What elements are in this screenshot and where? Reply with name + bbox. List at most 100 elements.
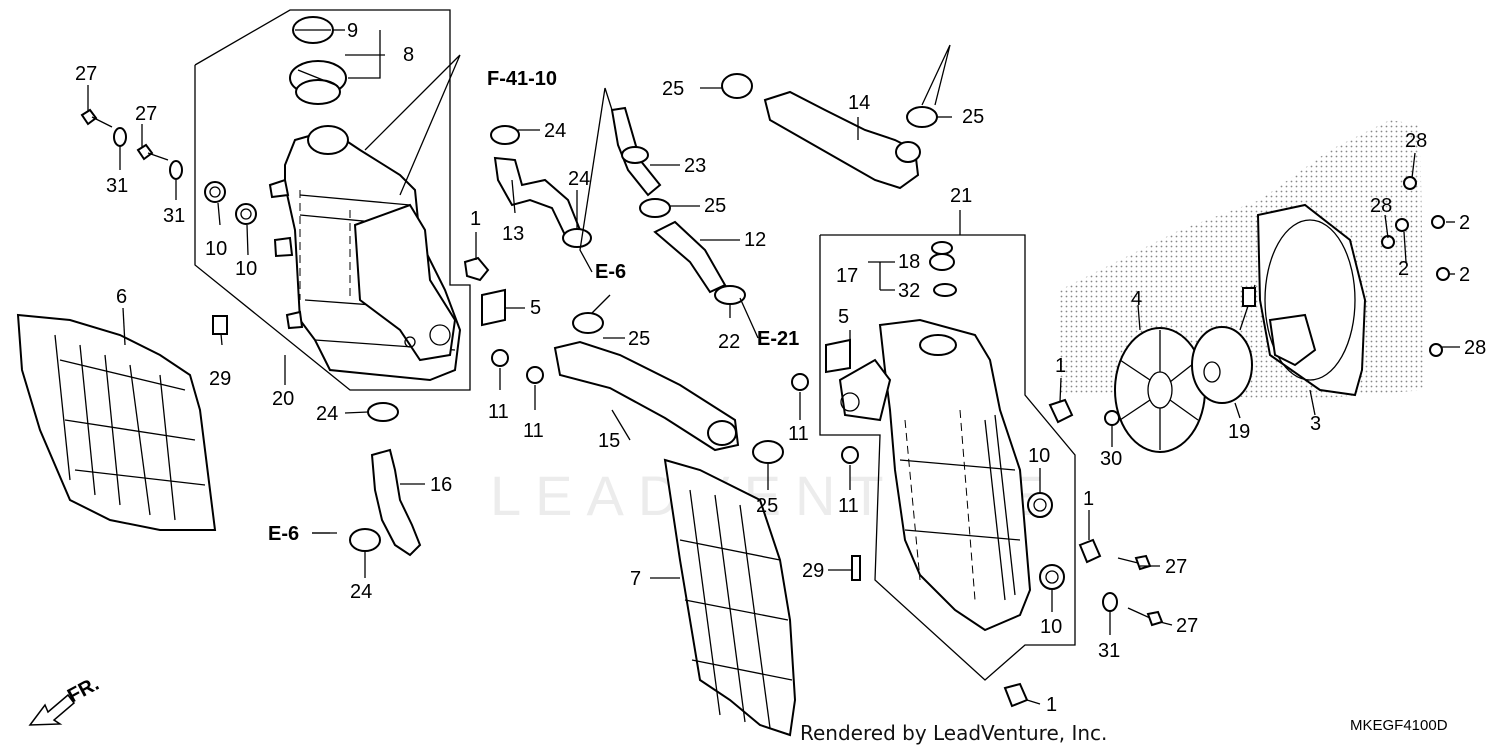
collar-11-a: [491, 349, 509, 367]
group-outline-right-radiator: [819, 234, 1076, 681]
callout-3: 3: [1310, 413, 1321, 435]
callout-31-right: 31: [1098, 640, 1120, 662]
callout-10-right-a: 10: [1028, 445, 1050, 467]
callout-11-c: 11: [788, 423, 809, 445]
reference-e-21: E-21: [757, 328, 799, 350]
front-direction-arrow: FR.: [28, 673, 103, 726]
grommet-right-2: [1039, 564, 1065, 590]
clip-right-3: [1003, 682, 1029, 708]
clamp-24-lower-top: [367, 402, 399, 422]
bolt-left-1: [80, 108, 113, 128]
callout-1-right-top: 1: [1055, 355, 1066, 377]
callout-1-right-mid: 1: [1083, 488, 1094, 510]
bolt-right-2: [1127, 607, 1164, 627]
hose-16: [370, 448, 422, 557]
callout-2-b: 2: [1398, 258, 1409, 280]
nut-30: [1104, 410, 1120, 426]
callout-24-mid: 24: [568, 168, 590, 190]
washer-left-1: [113, 127, 127, 147]
callout-11-a: 11: [488, 401, 509, 423]
callout-11-d: 11: [838, 495, 859, 517]
callout-25-hose14-right: 25: [962, 106, 984, 128]
callout-19: 19: [1228, 421, 1250, 443]
reference-e-6-upper: E-6: [595, 261, 626, 283]
callout-17: 17: [836, 265, 858, 287]
collar-11-c: [791, 373, 809, 391]
callout-29-right: 29: [802, 560, 824, 582]
cap-o-ring: [933, 283, 957, 297]
callout-27-right-a: 27: [1165, 556, 1187, 578]
fan-shroud: [1256, 203, 1367, 397]
collar-11-b: [526, 366, 544, 384]
left-radiator: [268, 125, 462, 382]
bolt-2-b: [1395, 218, 1409, 232]
clamp-24-mid: [562, 228, 592, 248]
lower-shroud: [663, 458, 797, 737]
callout-24-upper: 24: [544, 120, 566, 142]
callout-30: 30: [1100, 448, 1122, 470]
bolt-2-c: [1436, 267, 1450, 281]
callout-31-left-a: 31: [106, 175, 128, 197]
callout-13: 13: [502, 223, 524, 245]
collar-11-d: [841, 446, 859, 464]
hose-12: [653, 220, 727, 294]
callout-8: 8: [403, 44, 414, 66]
bolt-left-2: [136, 143, 169, 161]
callout-28-top: 28: [1405, 130, 1427, 152]
rubber-cushion-left: [481, 288, 506, 327]
clamp-25-hose14-left: [721, 73, 753, 99]
reference-e-6-lower: E-6: [268, 523, 299, 545]
clamp-22: [714, 285, 746, 305]
washer-right: [1102, 592, 1118, 612]
callout-14: 14: [848, 92, 870, 114]
callout-32: 32: [898, 280, 920, 302]
callout-5-left: 5: [530, 297, 541, 319]
callout-27-left-mid: 27: [135, 103, 157, 125]
fan-motor: [1191, 284, 1256, 404]
callout-28-bottom: 28: [1464, 337, 1486, 359]
callout-27-left-top: 27: [75, 63, 97, 85]
callout-10-right-b: 10: [1040, 616, 1062, 638]
diagram-code: MKEGF4100D: [1350, 717, 1448, 734]
leader-lines: [87, 29, 1460, 705]
callout-1-right-bottom: 1: [1046, 694, 1057, 716]
reference-f-41-10: F-41-10: [487, 68, 557, 90]
hose-15: [553, 340, 740, 452]
callout-31-left-b: 31: [163, 205, 185, 227]
right-radiator: [838, 318, 1032, 632]
clip-left: [463, 256, 490, 282]
clip-right-1: [1048, 398, 1074, 424]
clamp-24-upper: [490, 125, 520, 145]
bolt-28-bottom: [1429, 343, 1443, 357]
callout-25-hose15-top: 25: [628, 328, 650, 350]
clamp-25-hose15-top: [572, 312, 604, 334]
callout-20: 20: [272, 388, 294, 410]
callout-5-right: 5: [838, 306, 849, 328]
grommet-29-right: [851, 555, 861, 581]
callout-25-pipe: 25: [704, 195, 726, 217]
callout-10-left-a: 10: [205, 238, 227, 260]
water-pipe-23: [610, 106, 662, 197]
callout-7: 7: [630, 568, 641, 590]
callout-28-mid: 28: [1370, 195, 1392, 217]
clamp-24-lower-bottom: [349, 528, 381, 552]
clamp-25-hose14-right: [906, 106, 938, 128]
callout-18: 18: [898, 251, 920, 273]
callout-29-left: 29: [209, 368, 231, 390]
callout-21: 21: [950, 185, 972, 207]
rubber-cushion-right: [825, 338, 851, 374]
radiator-cap: [289, 60, 347, 105]
callout-2-c: 2: [1459, 264, 1470, 286]
callout-10-left-b: 10: [235, 258, 257, 280]
grommet-left-2: [235, 203, 257, 225]
callout-15: 15: [598, 430, 620, 452]
hose-14: [763, 90, 921, 190]
bolt-right-1: [1117, 554, 1152, 571]
clamp-25-pipe: [639, 198, 671, 218]
bolt-28-top: [1403, 176, 1417, 190]
callout-25-hose14-left: 25: [662, 78, 684, 100]
radiator-cap-gasket: [292, 16, 334, 44]
callout-11-b: 11: [523, 420, 544, 442]
grommet-left-1: [204, 181, 226, 203]
